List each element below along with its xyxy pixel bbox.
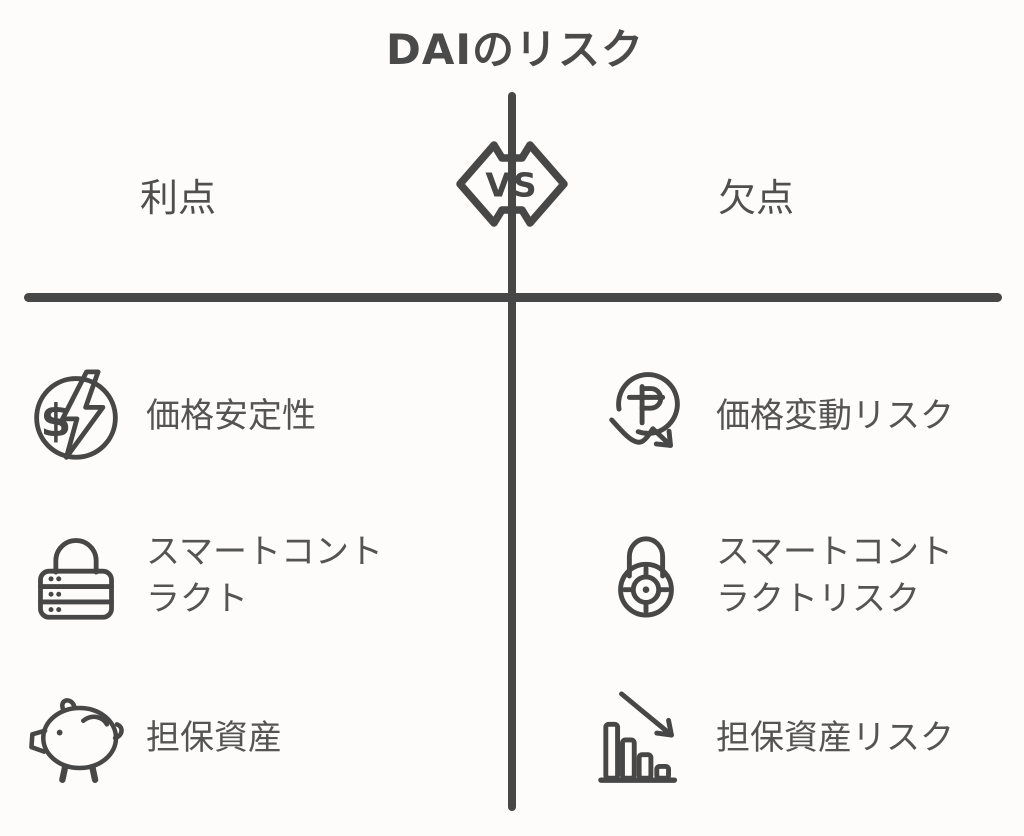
vs-badge: VS — [450, 132, 574, 236]
page-title: DAIのリスク — [386, 25, 644, 74]
list-item-collateral: 担保資産 — [26, 686, 402, 790]
right-column-header: 欠点 — [718, 176, 795, 220]
item-label: 担保資産 — [146, 717, 282, 758]
peso-decline-arrow-icon — [596, 367, 696, 465]
vertical-divider — [508, 92, 516, 811]
dollar-symbol: $ — [40, 396, 71, 447]
declining-bar-chart-icon — [596, 689, 696, 787]
vs-label: VS — [485, 166, 538, 205]
list-item-price-volatility-risk: 価格変動リスク — [596, 364, 972, 468]
left-column-header: 利点 — [140, 176, 217, 220]
item-label: スマートコントラクトリスク — [716, 532, 953, 619]
horizontal-divider — [24, 293, 1002, 302]
list-item-collateral-risk: 担保資産リスク — [596, 686, 972, 790]
dollar-lightning-icon: $ — [26, 368, 126, 464]
secure-server-lock-icon — [26, 528, 126, 624]
piggy-bank-icon — [26, 691, 126, 785]
list-item-smart-contract: スマートコントラクト — [26, 524, 402, 628]
list-item-price-stability: $ 価格安定性 — [26, 364, 402, 468]
item-label: 価格安定性 — [146, 395, 316, 436]
item-label: 担保資産リスク — [716, 717, 954, 758]
item-label: 価格変動リスク — [716, 395, 954, 436]
list-item-smart-contract-risk: スマートコントラクトリスク — [596, 524, 972, 628]
vs-double-arrow-icon: VS — [456, 141, 568, 227]
item-label: スマートコントラクト — [146, 532, 383, 619]
lock-target-dial-icon — [596, 527, 696, 625]
